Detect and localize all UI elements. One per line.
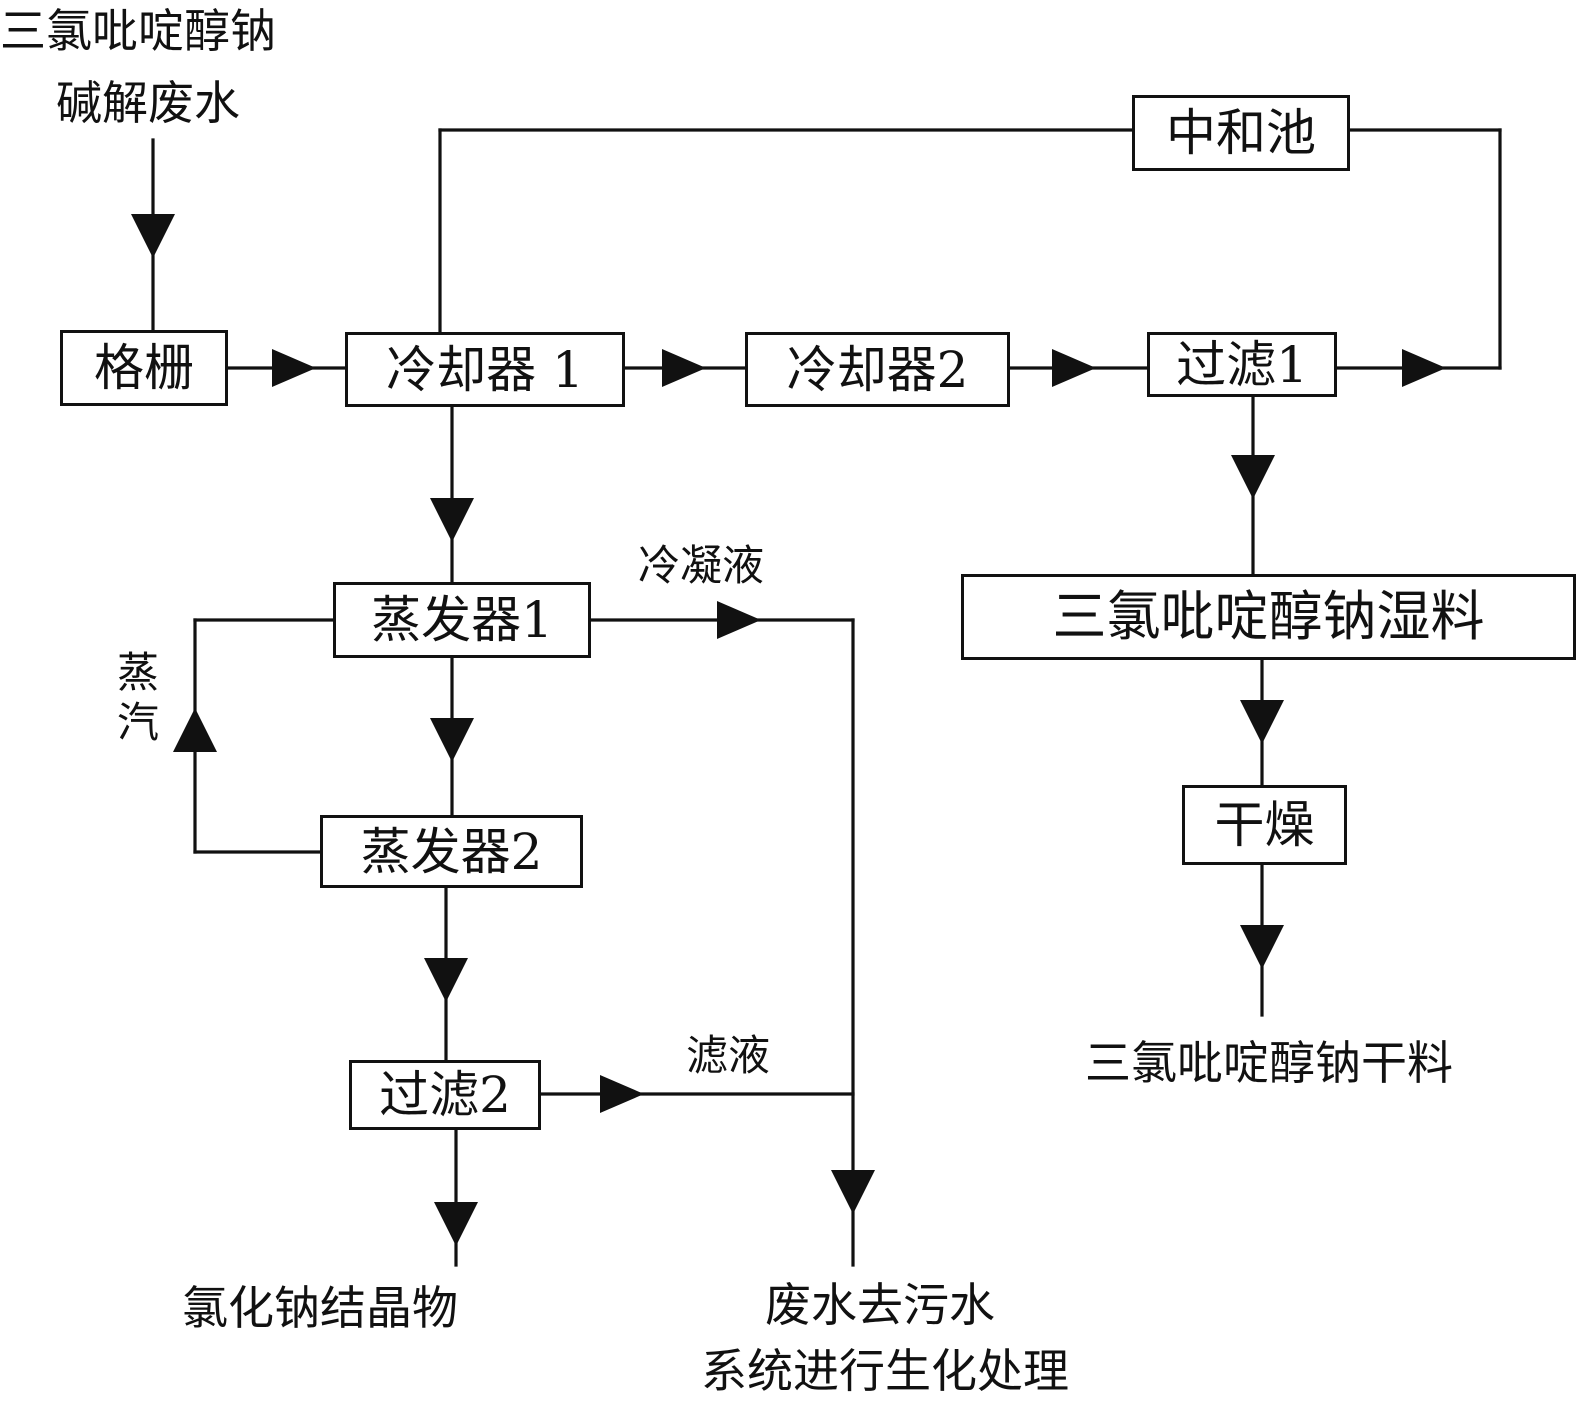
node-wet-material: 三氯吡啶醇钠湿料 [961,574,1576,660]
arrow-wastewater [831,1170,875,1214]
node-evaporator2: 蒸发器2 [320,815,583,888]
arrow-cooler2-filter1 [1052,349,1096,387]
node-evaporator1: 蒸发器1 [333,582,591,658]
node-drying: 干燥 [1182,785,1347,865]
arrow-cooler1-evap1 [430,498,474,542]
arrow-evap2-filter2 [424,958,468,1002]
input-label-line2: 碱解废水 [56,76,240,130]
node-filter1: 过滤1 [1147,332,1337,397]
arrow-wet-drying [1240,700,1284,744]
output-wastewater-line1: 废水去污水 [765,1278,995,1332]
arrow-filter1-right [1402,349,1446,387]
arrow-grid-cooler1 [272,349,316,387]
node-cooler2: 冷却器2 [745,332,1010,407]
arrow-evap1-evap2 [430,718,474,762]
arrow-drying-dry [1240,925,1284,969]
output-dry-material: 三氯吡啶醇钠干料 [1085,1036,1453,1090]
arrow-input-grid [131,214,175,258]
arrow-filter1-wet [1231,455,1275,499]
output-wastewater-line2: 系统进行生化处理 [701,1344,1069,1398]
label-filtrate: 滤液 [686,1031,771,1080]
node-grid: 格栅 [60,330,228,406]
input-label-line1: 三氯吡啶醇钠 [0,4,276,58]
node-neutralization-pool: 中和池 [1132,95,1350,171]
arrow-cooler1-cooler2 [662,349,706,387]
output-nacl-crystals: 氯化钠结晶物 [182,1281,458,1335]
label-steam: 蒸汽 [116,648,159,747]
node-cooler1: 冷却器 1 [345,332,625,407]
arrow-filter2-nacl [434,1202,478,1246]
node-filter2: 过滤2 [349,1060,541,1130]
arrow-filter2-filtrate [600,1075,644,1113]
arrow-steam-up [173,708,217,752]
arrow-evap1-condensate [717,601,761,639]
label-condensate: 冷凝液 [638,541,765,590]
